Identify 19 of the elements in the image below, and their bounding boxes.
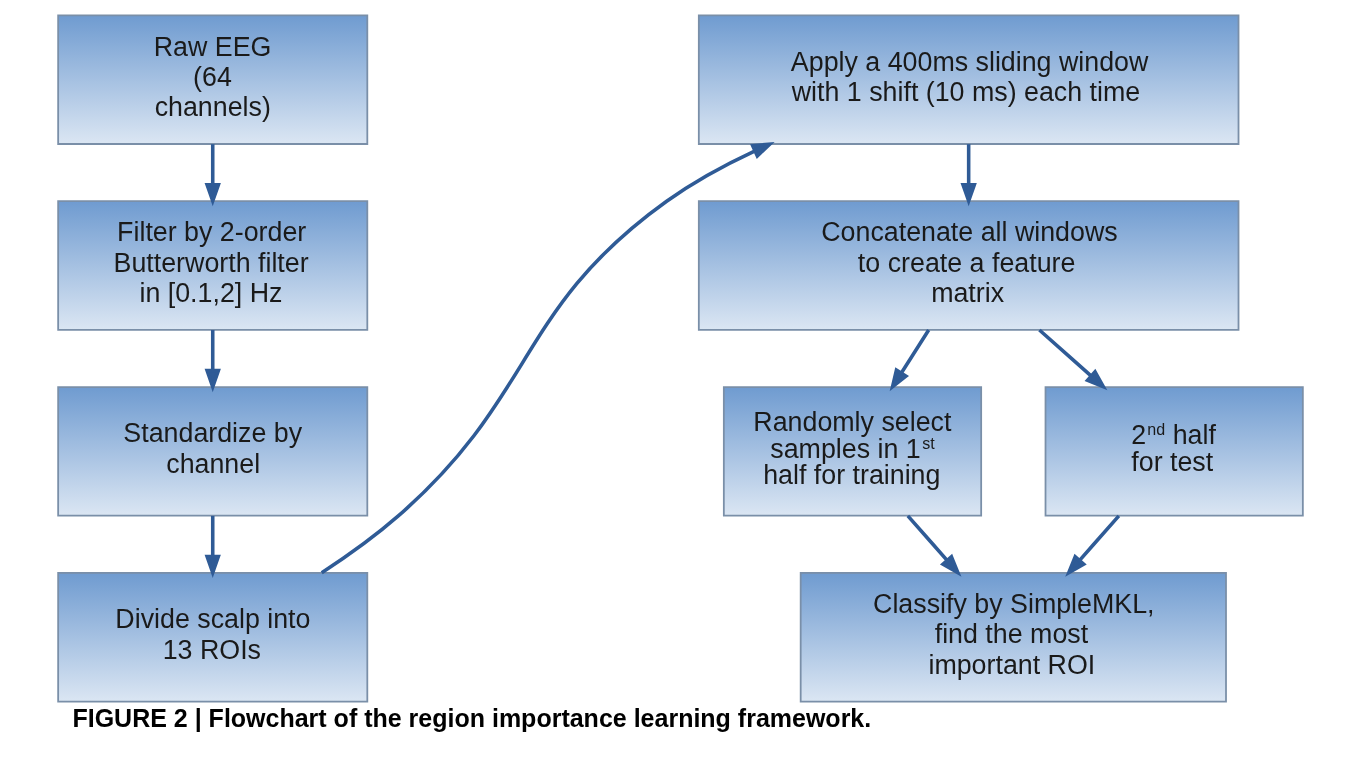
arrow	[960, 144, 977, 207]
node-box: Standardize by channel	[56, 386, 368, 517]
arrow	[906, 514, 961, 577]
node-box: Filter by 2-order Butterworth filter in [0.1,2] Hz	[56, 200, 368, 331]
caption: FIGURE 2 | Flowchart of the region importance learning framework.	[71, 703, 871, 732]
node-box: Randomly select samples in 1$^{st}$ half for training	[722, 386, 982, 517]
arrow	[1037, 328, 1107, 391]
arrow	[1064, 514, 1120, 577]
arrow	[204, 144, 221, 207]
node-box: 2$^{nd}$ half for test	[1044, 386, 1304, 517]
arrow	[320, 142, 775, 575]
node-box: Classify by SimpleMKL, find the most important ROI	[799, 572, 1227, 703]
node-box: Apply a 400ms sliding window with 1 shift (10 ms) each time	[697, 14, 1239, 145]
arrow	[204, 515, 221, 578]
arrow	[889, 329, 930, 392]
node-box: Divide scalp into 13 ROIs	[56, 572, 368, 703]
node-box: Raw EEG (64 channels)	[56, 14, 368, 145]
node-box: Concatenate all windows to create a feature matrix	[697, 200, 1239, 331]
arrow	[204, 330, 221, 393]
